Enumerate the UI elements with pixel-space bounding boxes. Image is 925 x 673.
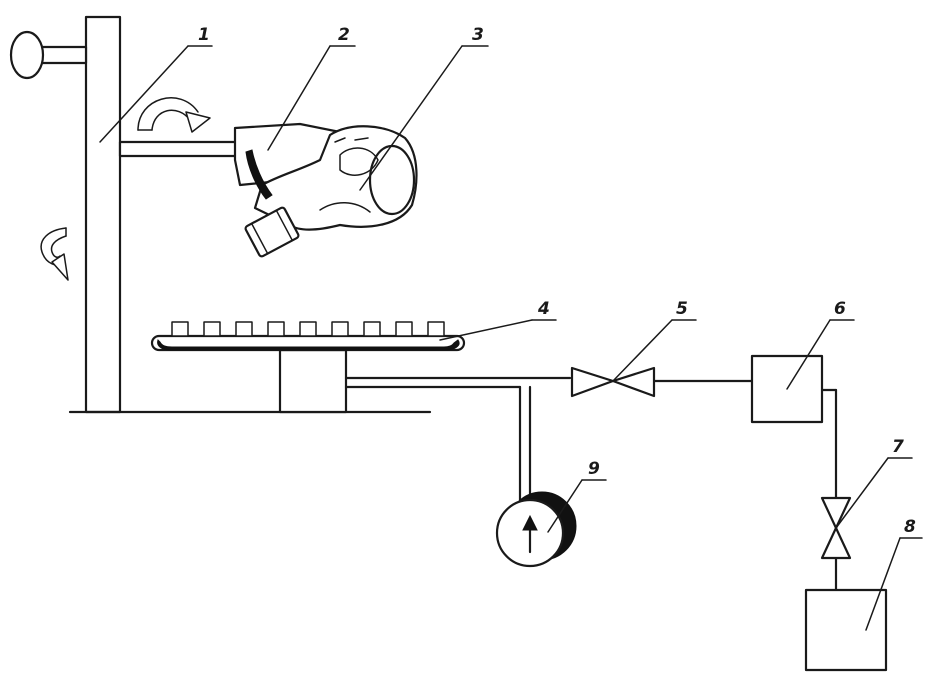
stand-knob-shaft (38, 45, 88, 65)
gauge-needle-head (522, 514, 538, 531)
rotate-arrow-icon-top (137, 97, 211, 133)
piping (344, 376, 838, 592)
label-5: 5 (676, 299, 688, 319)
label-2: 2 (338, 25, 350, 45)
stand-column (84, 15, 122, 414)
label-9: 9 (588, 459, 600, 479)
label-8: 8 (904, 517, 916, 537)
mask-strap-buckles (334, 137, 369, 143)
mask-edge-dark (245, 149, 273, 200)
label-7: 7 (892, 437, 904, 457)
mask-eyepiece-small (339, 147, 379, 176)
lamp-strip (150, 321, 466, 414)
valve-5 (570, 366, 656, 398)
lamp-base (278, 348, 348, 414)
label-3: 3 (472, 25, 484, 45)
valve-7 (820, 496, 852, 560)
lamp-bar-shadow (157, 339, 460, 351)
leader-lines (99, 45, 923, 631)
label-6: 6 (834, 299, 846, 319)
label-4: 4 (537, 299, 550, 319)
mask-filter (244, 206, 300, 258)
gauge-9 (495, 491, 577, 568)
lamp-cells (171, 321, 445, 337)
label-1: 1 (198, 25, 210, 45)
rotate-arrow-icon-left (40, 227, 69, 281)
gas-mask (244, 125, 418, 258)
stand-knob (9, 30, 45, 80)
stand-arm (118, 140, 242, 158)
mask-strap (319, 202, 371, 213)
box-8 (804, 588, 888, 672)
